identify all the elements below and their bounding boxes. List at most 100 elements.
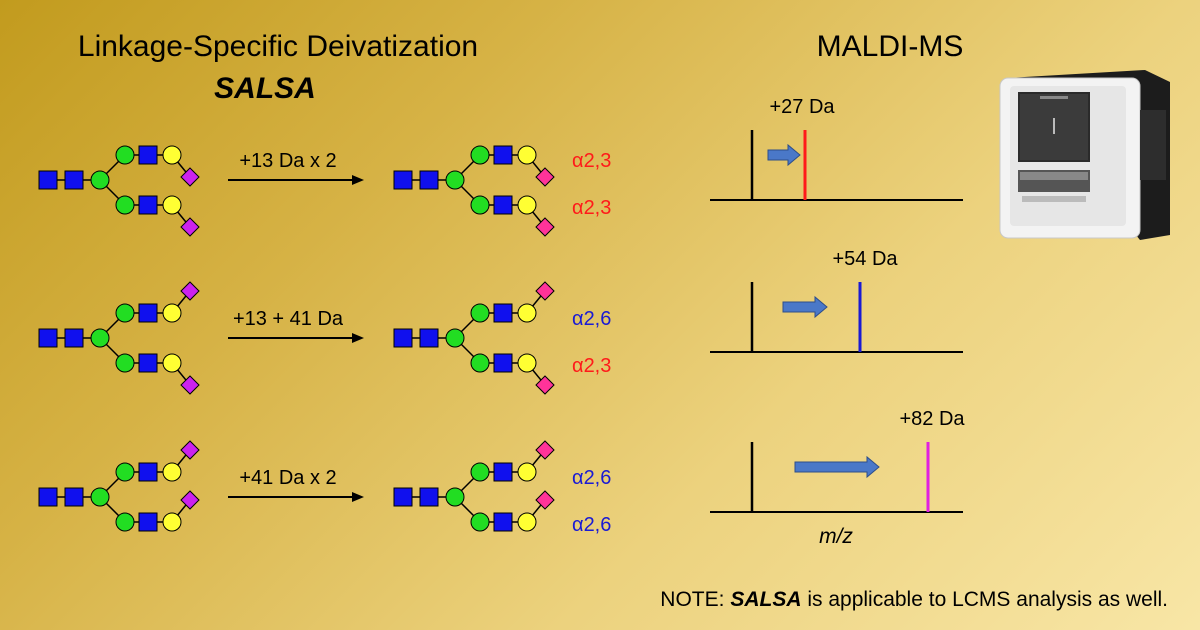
mannose-circle	[90, 487, 110, 507]
galactose-circle	[162, 145, 182, 165]
ms-spectrum: +82 Da	[710, 408, 965, 513]
note-text: NOTE: SALSA is applicable to LCMS analys…	[660, 588, 1168, 611]
note-prefix: NOTE:	[660, 588, 730, 611]
glcnac-square	[493, 353, 513, 373]
glcnac-square	[419, 170, 439, 190]
sialic-acid-diamond	[535, 167, 555, 187]
glcnac-square	[64, 328, 84, 348]
mannose-circle	[115, 303, 135, 323]
mannose-circle	[470, 145, 490, 165]
mannose-circle	[445, 328, 465, 348]
shift-arrow-icon	[794, 455, 880, 479]
mannose-circle	[470, 195, 490, 215]
galactose-circle	[517, 195, 537, 215]
ms-axis-label: m/z	[819, 525, 853, 548]
ms-spectrum: +54 Da	[710, 248, 963, 353]
glcnac-square	[493, 145, 513, 165]
glcnac-square	[393, 328, 413, 348]
shift-arrow-icon	[767, 143, 801, 167]
galactose-circle	[517, 462, 537, 482]
linkage-label-upper: α2,6	[572, 308, 611, 330]
note-suffix: is applicable to LCMS analysis as well.	[802, 588, 1169, 611]
reaction-arrow	[228, 175, 364, 185]
mannose-circle	[90, 328, 110, 348]
linkage-label-upper: α2,6	[572, 467, 611, 489]
galactose-circle	[162, 353, 182, 373]
glcnac-square	[38, 170, 58, 190]
input-glycan	[38, 440, 200, 532]
galactose-circle	[162, 195, 182, 215]
method-name: SALSA	[214, 72, 316, 105]
sialic-acid-diamond	[180, 440, 200, 460]
mannose-circle	[90, 170, 110, 190]
ms-spectrum: +27 Da	[710, 96, 963, 201]
mannose-circle	[470, 512, 490, 532]
ms-title: MALDI-MS	[817, 30, 964, 63]
sialic-acid-diamond	[535, 217, 555, 237]
diagram-title: Linkage-Specific Deivatization	[78, 30, 478, 63]
glcnac-square	[138, 462, 158, 482]
linkage-label-upper: α2,3	[572, 150, 611, 172]
galactose-circle	[517, 512, 537, 532]
reaction-label: +41 Da x 2	[239, 467, 336, 489]
reaction-label: +13 + 41 Da	[233, 308, 344, 330]
glcnac-square	[393, 487, 413, 507]
mannose-circle	[115, 353, 135, 373]
mannose-circle	[115, 145, 135, 165]
mannose-circle	[445, 170, 465, 190]
glcnac-square	[493, 303, 513, 323]
glcnac-square	[138, 145, 158, 165]
sialic-acid-diamond	[535, 490, 555, 510]
glcnac-square	[493, 512, 513, 532]
ms-spectra-layer: +27 Da +54 Da +82 Da m/z	[710, 96, 965, 548]
glcnac-square	[419, 328, 439, 348]
mannose-circle	[115, 512, 135, 532]
mannose-circle	[445, 487, 465, 507]
shift-arrow-icon	[782, 295, 828, 319]
note-method: SALSA	[730, 588, 801, 611]
reaction-label: +13 Da x 2	[239, 150, 336, 172]
sialic-acid-diamond	[180, 490, 200, 510]
sialic-acid-diamond	[535, 440, 555, 460]
sialic-acid-diamond	[180, 281, 200, 301]
galactose-circle	[162, 512, 182, 532]
galactose-circle	[162, 462, 182, 482]
mannose-circle	[470, 353, 490, 373]
product-glycan	[393, 440, 555, 532]
galactose-circle	[517, 353, 537, 373]
ms-shift-label: +27 Da	[769, 96, 835, 118]
sialic-acid-diamond	[180, 167, 200, 187]
input-glycan	[38, 145, 200, 237]
glcnac-square	[419, 487, 439, 507]
glcnac-square	[138, 303, 158, 323]
reaction-arrow	[228, 492, 364, 502]
galactose-circle	[517, 145, 537, 165]
product-glycan	[393, 145, 555, 237]
glcnac-square	[138, 195, 158, 215]
mannose-circle	[470, 462, 490, 482]
glcnac-square	[493, 195, 513, 215]
product-glycan	[393, 281, 555, 395]
glcnac-square	[138, 512, 158, 532]
mannose-circle	[115, 462, 135, 482]
glcnac-square	[38, 328, 58, 348]
mannose-circle	[115, 195, 135, 215]
maldi-instrument-icon	[999, 70, 1170, 240]
glcnac-square	[38, 487, 58, 507]
galactose-circle	[162, 303, 182, 323]
glcnac-square	[393, 170, 413, 190]
sialic-acid-diamond	[180, 375, 200, 395]
sialic-acid-diamond	[180, 217, 200, 237]
glcnac-square	[64, 170, 84, 190]
input-glycan	[38, 281, 200, 395]
sialic-acid-diamond	[535, 375, 555, 395]
linkage-label-lower: α2,3	[572, 355, 611, 377]
ms-shift-label: +54 Da	[832, 248, 898, 270]
linkage-label-lower: α2,6	[572, 514, 611, 536]
glcnac-square	[138, 353, 158, 373]
glcnac-square	[493, 462, 513, 482]
reaction-arrow	[228, 333, 364, 343]
sialic-acid-diamond	[535, 281, 555, 301]
